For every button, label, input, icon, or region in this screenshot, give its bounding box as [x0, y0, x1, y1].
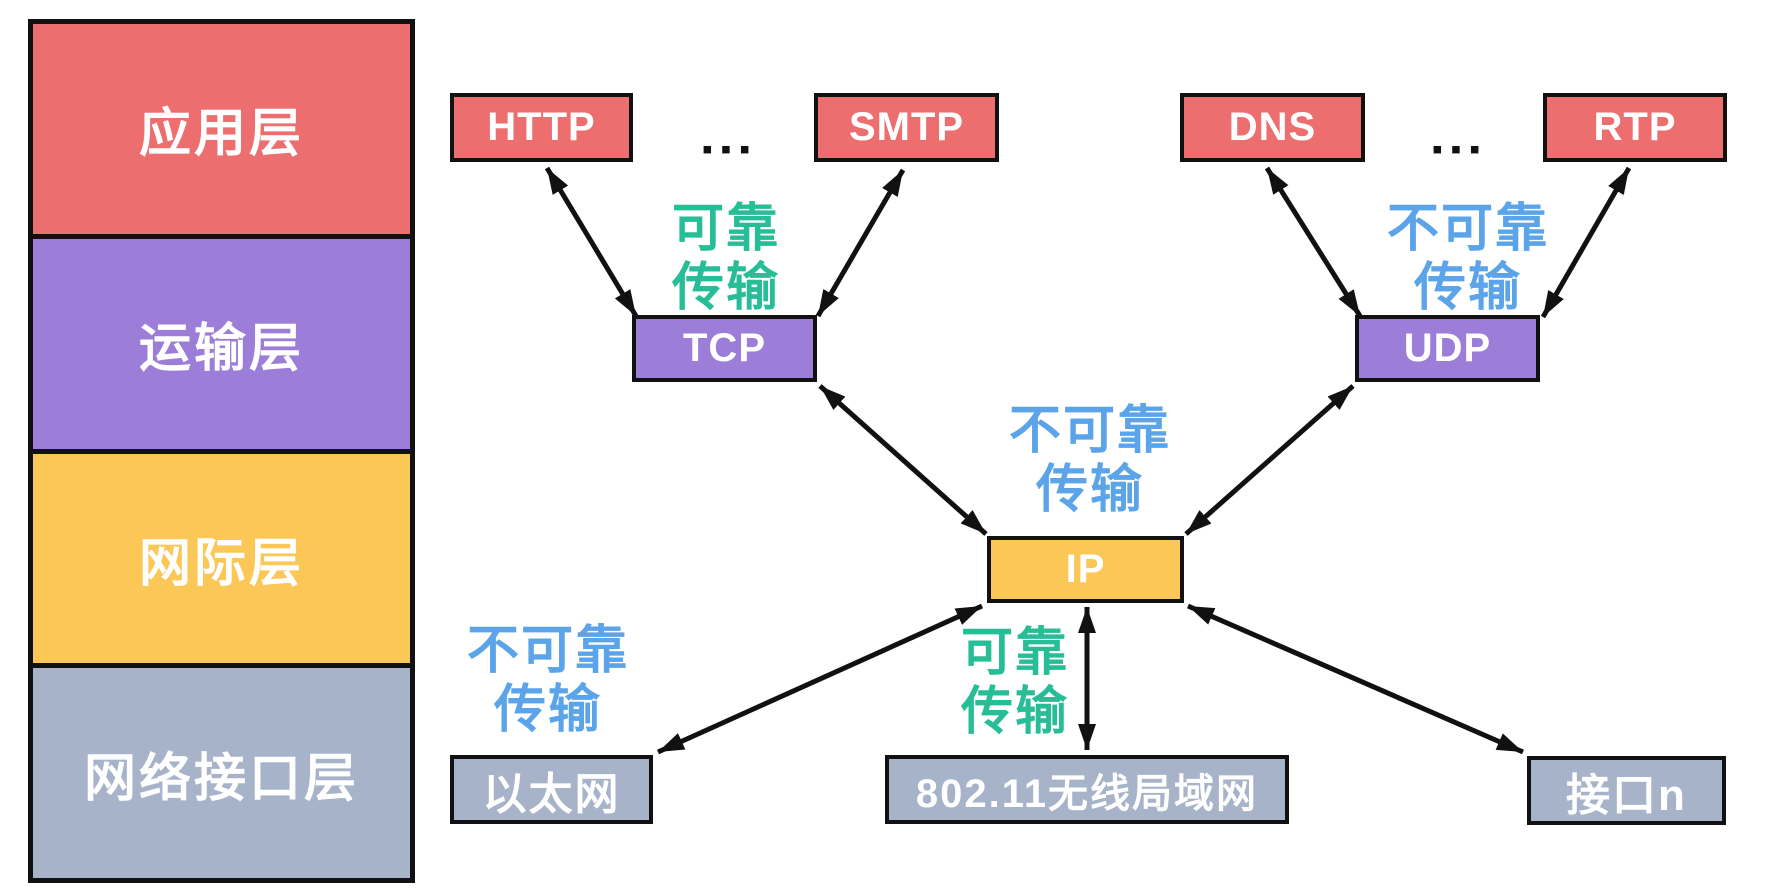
arrow-tcp-ip [818, 384, 988, 536]
node-dns: DNS [1180, 93, 1365, 162]
annotation-line: 传输 [960, 682, 1069, 741]
annotation-line: 传输 [1413, 258, 1522, 317]
ellipsis-dots-right: ▪▪▪ [1432, 133, 1488, 166]
node-dns-label: DNS [1228, 105, 1317, 149]
annotation-wlan-reliable: 可靠 传输 [895, 624, 1135, 742]
annotation-tcp-reliable: 可靠 传输 [606, 200, 846, 318]
node-udp: UDP [1355, 315, 1540, 382]
annotation-ethernet-unreliable: 不可靠 传输 [428, 622, 668, 740]
annotation-line: 可靠 [960, 624, 1069, 682]
node-ethernet-label: 以太网 [482, 769, 621, 819]
node-smtp-label: SMTP [848, 105, 965, 149]
layer-transport: 运输层 [33, 238, 410, 454]
node-wlan-802-11: 802.11无线局域网 [885, 755, 1289, 824]
node-ethernet: 以太网 [450, 755, 653, 824]
node-smtp: SMTP [814, 93, 999, 162]
arrow-smtp-tcp [815, 168, 906, 318]
annotation-udp-unreliable: 不可靠 传输 [1348, 200, 1588, 318]
layer-stack: 应用层 运输层 网际层 网络接口层 [28, 19, 415, 883]
layer-application-label: 应用层 [138, 105, 304, 164]
node-tcp-label: TCP [683, 326, 766, 370]
layer-application: 应用层 [33, 24, 410, 239]
arrow-rtp-udp [1540, 166, 1632, 319]
ellipsis-dots-left: ▪▪▪ [702, 133, 758, 166]
arrow-dns-udp [1264, 166, 1363, 318]
layer-transport-label: 运输层 [138, 320, 304, 379]
node-interface-n: 接口n [1527, 756, 1726, 825]
annotation-line: 不可靠 [1008, 402, 1171, 460]
arrow-http-tcp [544, 166, 639, 318]
arrow-ip-interface-n [1187, 603, 1524, 755]
node-ip: IP [987, 536, 1184, 603]
node-rtp-label: RTP [1593, 105, 1677, 149]
layer-network-interface-label: 网络接口层 [83, 749, 359, 808]
layer-network-interface: 网络接口层 [33, 668, 410, 878]
node-udp-label: UDP [1403, 326, 1492, 370]
arrow-udp-ip [1184, 384, 1355, 536]
node-http: HTTP [450, 93, 633, 162]
node-interface-n-label: 接口n [1566, 770, 1687, 820]
node-tcp: TCP [632, 315, 817, 382]
annotation-line: 传输 [493, 680, 602, 739]
node-rtp: RTP [1543, 93, 1727, 162]
annotation-ip-unreliable: 不可靠 传输 [970, 402, 1210, 520]
node-ip-label: IP [1065, 547, 1106, 591]
node-wlan-label: 802.11无线局域网 [915, 771, 1259, 816]
annotation-line: 不可靠 [1386, 200, 1549, 258]
layer-internet-label: 网际层 [138, 534, 304, 593]
annotation-line: 传输 [671, 258, 780, 317]
layer-internet: 网际层 [33, 453, 410, 669]
annotation-line: 不可靠 [466, 622, 629, 680]
arrow-ip-ethernet [656, 603, 984, 755]
node-http-label: HTTP [487, 105, 596, 149]
annotation-line: 可靠 [671, 200, 780, 258]
annotation-line: 传输 [1035, 460, 1144, 519]
